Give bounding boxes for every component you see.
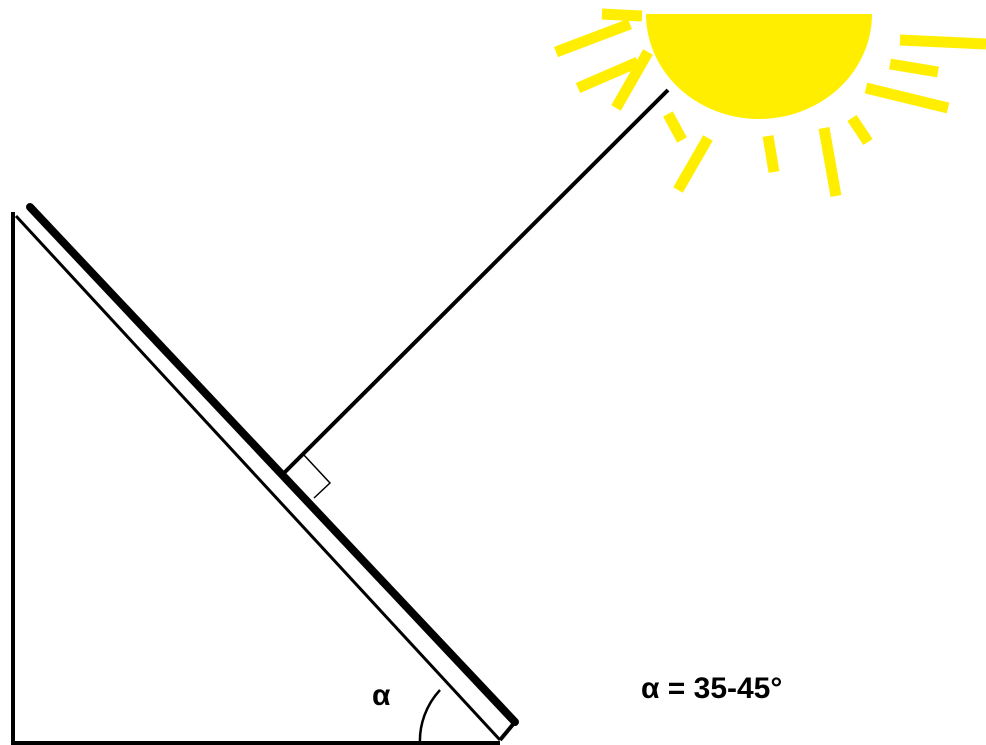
- angle-arc: [420, 690, 440, 745]
- sun-ray: [668, 114, 682, 140]
- right-angle-marker: [303, 454, 330, 498]
- sun-ray: [602, 14, 642, 16]
- sun-ray: [824, 128, 836, 196]
- sun-ray: [852, 118, 868, 142]
- sun-ray: [556, 24, 630, 52]
- sun-ray: [678, 138, 708, 190]
- solar-panel-bottom-edge: [16, 216, 500, 740]
- sun: [646, 14, 872, 119]
- sun-ray: [768, 136, 774, 172]
- sunlight-beam: [283, 90, 668, 474]
- solar-panel-top-edge: [30, 207, 515, 722]
- sun-ray: [866, 88, 948, 108]
- angle-symbol-label: α: [372, 676, 390, 716]
- sun-ray: [890, 64, 938, 72]
- sun-ray: [900, 40, 986, 44]
- angle-value-annotation: α = 35-45°: [641, 669, 782, 709]
- solar-panel-end-cap: [500, 722, 515, 740]
